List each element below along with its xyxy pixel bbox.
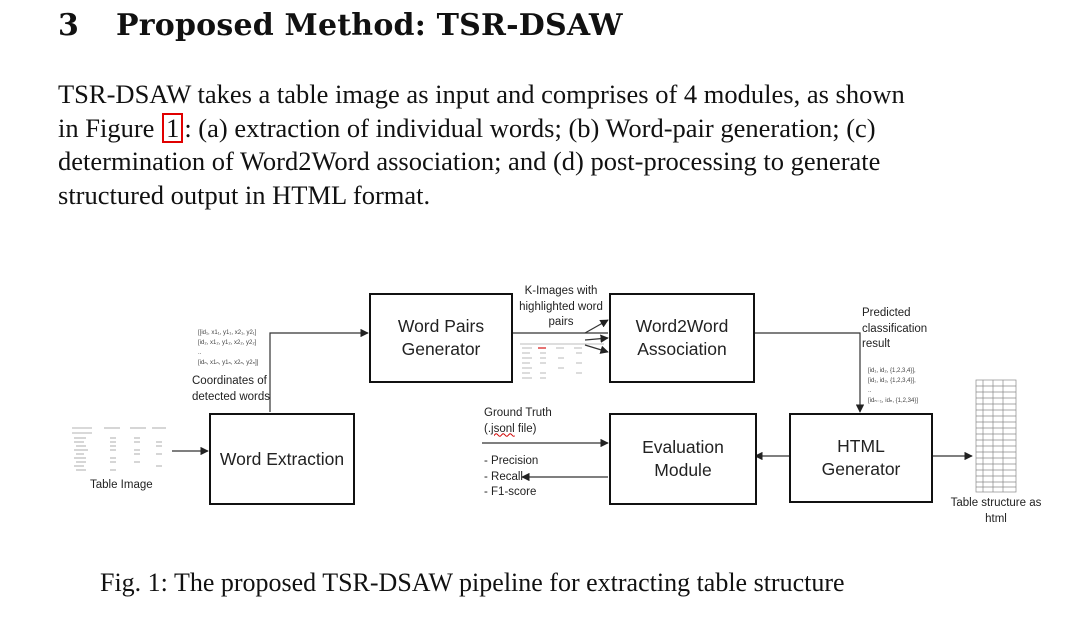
note-line: Predicted [862,307,911,319]
arrow-fan-1 [584,319,609,334]
note-line: result [862,338,891,350]
box-label: HTML [837,436,885,456]
note-line: classification [862,322,928,335]
table-image-label: Table Image [90,479,153,491]
box-label: Association [637,339,727,359]
paragraph-line: TSR-DSAW takes a table image as input an… [58,79,905,109]
note-line: - Precision [484,455,539,467]
note-line: html [985,512,1007,525]
section-number: 3 [58,8,80,43]
input-table-thumbnail [72,427,166,471]
box-label: Word Extraction [219,448,345,469]
tiny-line: .. [868,388,872,394]
paragraph-text: : (a) extraction of individual words; (b… [184,112,876,143]
tiny-line: [idₙ₋₁, idₙ, {1,2,34}] [868,398,919,404]
word-extraction-box: Word Extraction [209,413,355,505]
ground-truth-note: Ground Truth (.jsonl file) [484,406,552,437]
arrow-fan-2 [584,334,609,343]
note-line: Table structure as [950,497,1042,509]
tiny-line: [id₂, x1₂, y1₂, x2₂, y2₂] [198,340,257,346]
paragraph-line: structured output in HTML format. [58,179,431,210]
table-structure-label: Table structure as html [950,496,1042,527]
note-line: pairs [548,316,574,328]
box-label: Generator [401,339,481,359]
box-label: Module [654,460,712,480]
tiny-line: [idₙ, x1ₙ, y1ₙ, x2ₙ, y2ₙ]] [198,360,259,366]
figure-reference-link[interactable]: 1 [162,112,184,143]
note-fragment: (. [484,422,492,435]
box-label: Word2Word [635,316,729,336]
tiny-line: [[id₁, x1₁, y1₁, x2₁, y2₁] [198,330,257,336]
k-images-note: K-Images with highlighted word pairs [518,284,604,331]
arrow-word2word-to-html [753,332,865,413]
note-line: K-Images with [524,285,598,297]
paragraph-line: in Figure 1: (a) extraction of individua… [58,112,1048,146]
note-line: - F1-score [484,486,537,498]
paragraph-line: determination of Word2Word association; … [58,146,881,176]
tiny-line: [id₁, id₃, {1,2,3,4}], [868,378,916,384]
predicted-result-note: Predicted classification result [862,306,927,353]
coordinates-list: [[id₁, x1₁, y1₁, x2₁, y2₁] [id₂, x1₂, y1… [198,328,258,368]
note-line: detected words [192,390,270,403]
note-line: Ground Truth [484,407,552,419]
note-line: (.jsonl file) [484,423,536,435]
paragraph-text: in Figure [58,112,162,143]
coordinates-note: Coordinates of detected words [192,374,270,405]
intro-paragraph: TSR-DSAW takes a table image as input an… [58,78,1048,212]
arrow-fan-3 [584,344,609,354]
box-label: Evaluation [642,437,724,457]
note-fragment: jsonl [491,422,515,435]
html-generator-box: HTML Generator [789,413,933,503]
note-line: Coordinates of [192,375,267,387]
box-label: Word Pairs [397,316,485,336]
section-title: Proposed Method: TSR-DSAW [116,8,623,43]
section-heading: 3 Proposed Method: TSR-DSAW [58,8,623,43]
note-line: - Recall [484,470,523,483]
figure-caption: Fig. 1: The proposed TSR-DSAW pipeline f… [100,568,845,597]
metrics-note: - Precision - Recall - F1-score [484,454,538,501]
tiny-line: [id₁, id₂, {1,2,3,4}], [868,368,916,374]
output-table-thumbnail [975,379,1017,493]
prediction-list: [id₁, id₂, {1,2,3,4}], [id₁, id₃, {1,2,3… [868,366,918,406]
note-line: highlighted word [519,300,603,313]
tiny-line: .. [198,350,202,356]
box-label: Generator [821,459,901,479]
arrow-extraction-to-word-pairs [269,328,369,412]
k-images-thumbnail [520,343,604,379]
note-fragment: file) [514,422,537,435]
